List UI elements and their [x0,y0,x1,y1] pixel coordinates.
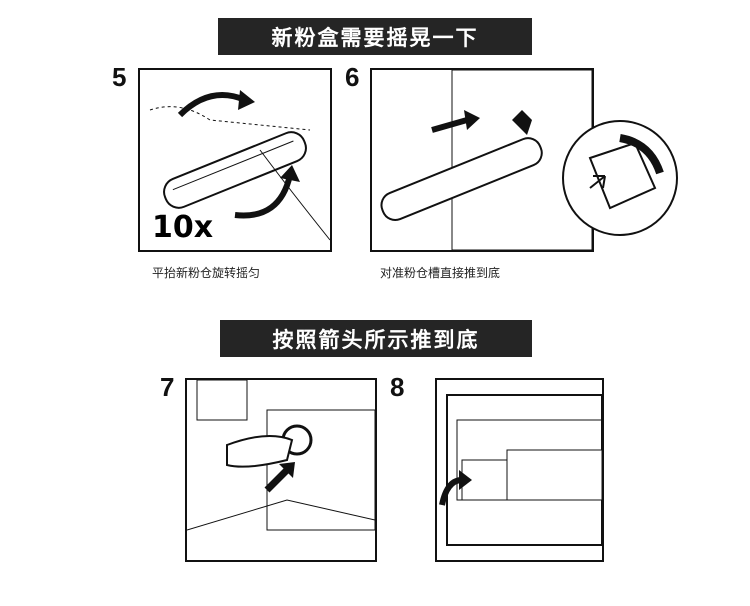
step-6-detail-inset [562,120,678,236]
step-6-caption: 对准粉仓槽直接推到底 [380,266,501,280]
step-5-illustration: 10x [138,68,332,252]
banner-push-in: 按照箭头所示推到底 [220,320,532,357]
rotation-count-label: 10x [152,210,214,245]
step-6-illustration [370,68,594,252]
step-7-number: 7 [160,372,175,402]
step-8-number: 8 [390,372,405,402]
step-8-illustration [435,378,604,562]
banner-shake-toner: 新粉盒需要摇晃一下 [218,18,532,55]
step-7-illustration [185,378,377,562]
step-5-caption: 平抬新粉仓旋转摇匀 [152,266,261,280]
step-5-number: 5 [112,62,127,92]
step-6-number: 6 [345,62,360,92]
